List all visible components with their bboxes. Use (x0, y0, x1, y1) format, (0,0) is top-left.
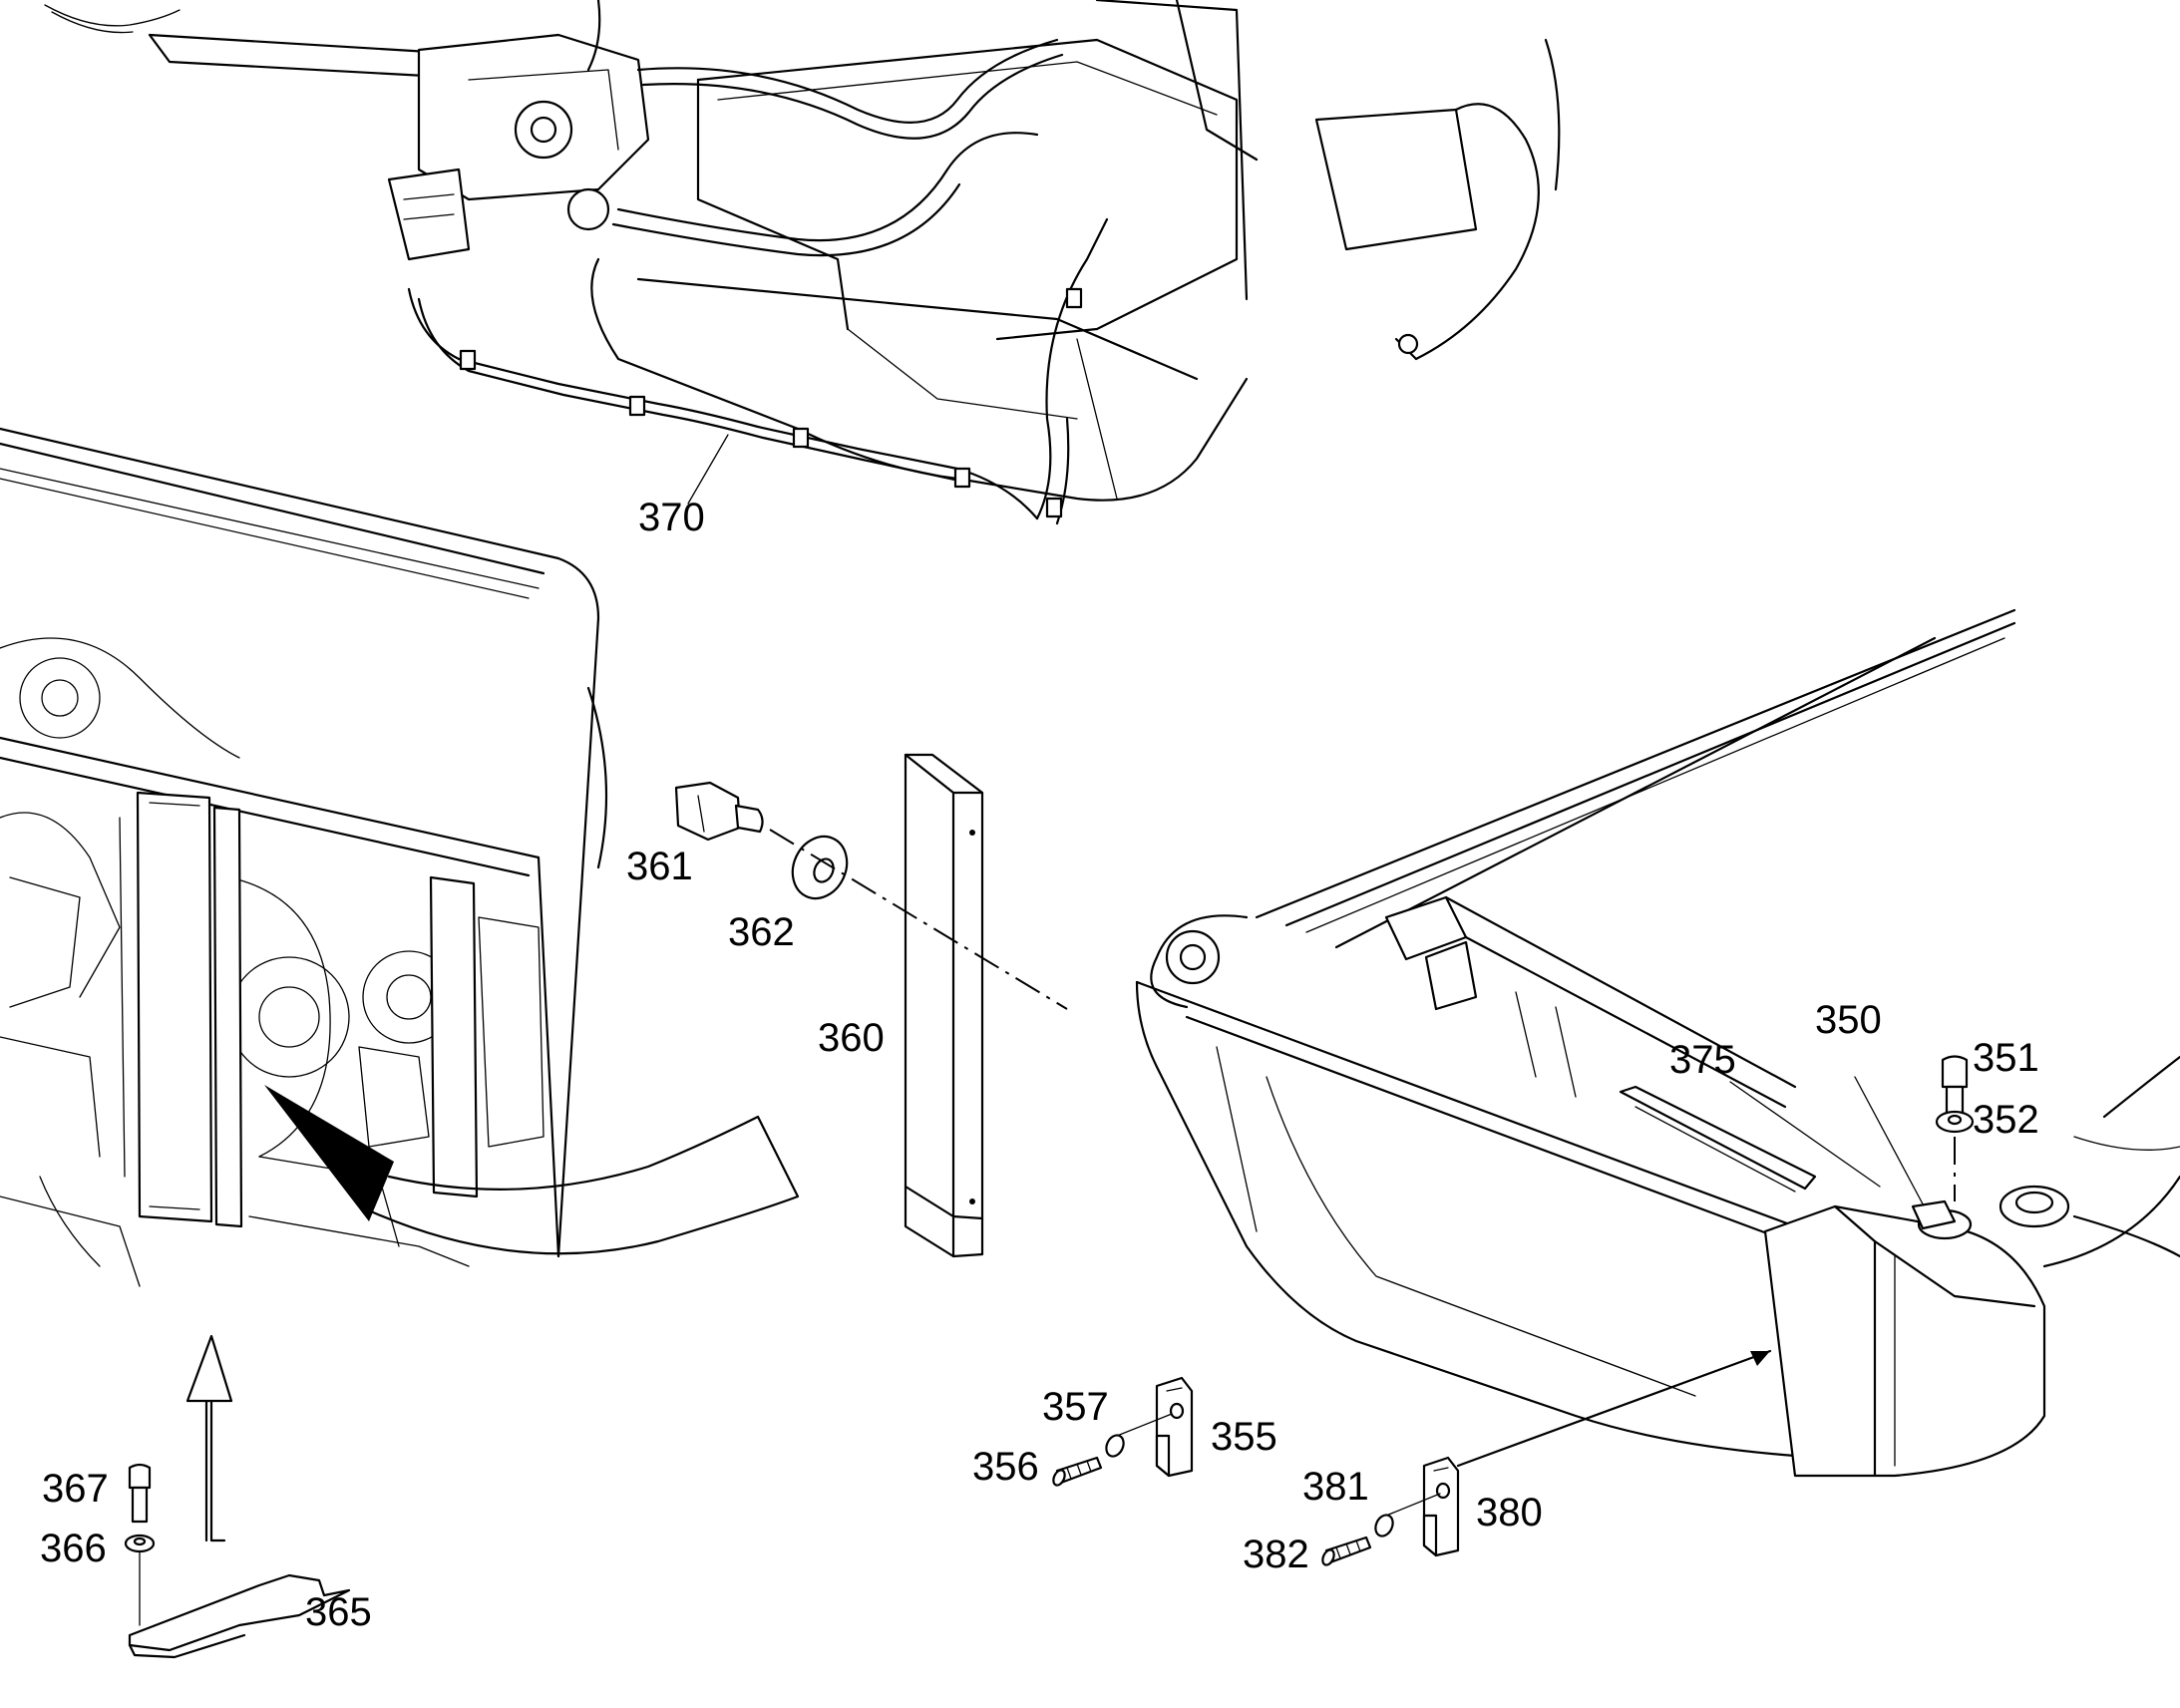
part-381-washer (1374, 1514, 1394, 1537)
label-357: 357 (1042, 1385, 1109, 1429)
top-frame-assembly (44, 0, 1561, 525)
label-350: 350 (1815, 998, 1882, 1042)
part-357-washer (1105, 1434, 1125, 1458)
label-360: 360 (818, 1016, 885, 1060)
label-382: 382 (1243, 1533, 1309, 1576)
label-352: 352 (1973, 1098, 2039, 1142)
part-365-plate (128, 1573, 351, 1659)
part-350-clamp (1911, 1199, 1957, 1230)
arrow-380-to-tank (1456, 1349, 1772, 1468)
label-370: 370 (638, 496, 705, 539)
label-381: 381 (1302, 1465, 1369, 1509)
label-362: 362 (728, 910, 795, 954)
part-361-bolt (674, 781, 764, 842)
part-366-washer (124, 1534, 156, 1553)
label-375: 375 (1669, 1038, 1736, 1082)
label-365: 365 (305, 1590, 372, 1634)
part-380-clip (1422, 1456, 1460, 1557)
connector-357-355 (1116, 1413, 1173, 1437)
label-367: 367 (42, 1467, 109, 1511)
part-352-washer (1935, 1110, 1975, 1134)
part-382-screw (1321, 1536, 1372, 1566)
part-367-bolt (128, 1463, 152, 1524)
label-355: 355 (1211, 1415, 1277, 1459)
label-380: 380 (1476, 1491, 1543, 1535)
right-tank-assembly (1135, 608, 2180, 1478)
upward-arrow (185, 1334, 233, 1542)
part-356-screw (1052, 1456, 1103, 1487)
part-355-clip (1155, 1376, 1194, 1478)
left-engine-housing (0, 427, 800, 1287)
label-356: 356 (972, 1445, 1039, 1489)
part-360-panel (904, 753, 984, 1258)
axis-line-361-362-360 (769, 829, 1068, 1010)
part-362-washer (791, 835, 849, 900)
label-366: 366 (40, 1527, 107, 1570)
label-361: 361 (626, 845, 693, 888)
connector-381-380 (1385, 1493, 1441, 1517)
label-351: 351 (1973, 1036, 2039, 1080)
callout-labels: 370 361 362 360 350 375 351 352 357 355 … (40, 496, 2039, 1634)
